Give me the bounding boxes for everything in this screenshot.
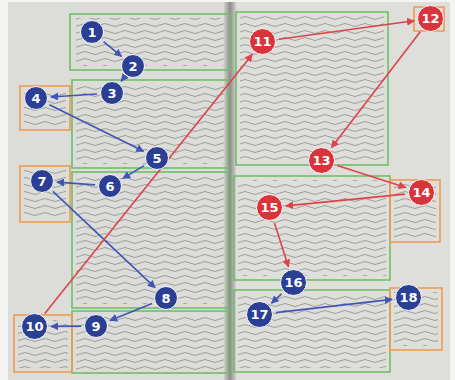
reading-order-arrow — [123, 166, 144, 179]
callout-number: 2 — [128, 60, 137, 73]
callout-circle: 1 — [80, 20, 104, 44]
callout-number: 7 — [37, 175, 46, 188]
reading-order-arrow — [51, 325, 81, 327]
callout-circle: 14 — [408, 179, 435, 206]
callout-number: 15 — [260, 201, 278, 214]
text-lines — [24, 170, 66, 218]
callout-circle: 16 — [280, 269, 307, 296]
callout-circle: 11 — [249, 28, 276, 55]
reading-order-arrow — [45, 54, 252, 313]
callout-circle: 17 — [246, 301, 273, 328]
right-page — [230, 2, 450, 380]
callout-number: 6 — [105, 180, 114, 193]
callout-circle: 13 — [308, 147, 335, 174]
text-block-outline — [234, 176, 390, 280]
reading-order-arrow — [332, 32, 421, 148]
callout-number: 10 — [25, 320, 43, 333]
margin-note-outlines — [14, 7, 444, 372]
callout-circle: 18 — [395, 284, 422, 311]
text-lines — [394, 184, 436, 238]
text-block-outline — [72, 311, 228, 373]
text-lines — [18, 320, 68, 368]
callout-circle: 7 — [30, 169, 54, 193]
callout-number: 4 — [31, 92, 40, 105]
callout-number: 8 — [161, 292, 170, 305]
callout-circle: 9 — [84, 314, 108, 338]
callout-circle: 2 — [121, 54, 145, 78]
reading-order-arrow — [279, 21, 414, 40]
text-lines — [238, 180, 386, 276]
text-block-outline — [70, 14, 230, 70]
text-lines — [76, 314, 224, 370]
callout-number: 13 — [312, 154, 330, 167]
callout-number: 18 — [399, 291, 417, 304]
callout-circle: 6 — [98, 174, 122, 198]
reading-order-arrow — [275, 223, 289, 267]
callout-circle: 15 — [256, 194, 283, 221]
callout-circle: 5 — [145, 146, 169, 170]
callout-number: 16 — [284, 276, 302, 289]
callout-circle: 10 — [21, 313, 48, 340]
text-lines — [76, 176, 224, 304]
callout-number: 9 — [91, 320, 100, 333]
text-lines — [238, 294, 386, 368]
reading-order-arrow — [337, 166, 406, 188]
callout-circle: 4 — [24, 86, 48, 110]
callout-circle: 8 — [154, 286, 178, 310]
callout-circle: 12 — [417, 5, 444, 32]
reading-order-arrow — [104, 42, 122, 57]
reading-order-arrow — [286, 194, 405, 206]
reading-order-arrow — [121, 78, 124, 81]
margin-note-outline — [20, 86, 70, 130]
margin-note-outline — [390, 180, 440, 242]
callout-number: 1 — [87, 26, 96, 39]
callout-number: 12 — [421, 12, 439, 25]
reading-order-arrow — [49, 105, 143, 152]
left-page — [8, 2, 230, 380]
text-block-outlines — [70, 12, 390, 373]
callout-number: 3 — [107, 87, 116, 100]
reading-order-arrow — [110, 304, 152, 321]
callout-number: 11 — [253, 35, 271, 48]
reading-order-arrow — [272, 294, 282, 303]
callout-number: 17 — [250, 308, 268, 321]
text-lines — [394, 292, 438, 346]
text-block-outline — [72, 172, 228, 308]
margin-note-outline — [20, 166, 70, 222]
reading-order-arrow — [276, 299, 392, 312]
text-lines — [240, 16, 384, 162]
text-lines — [76, 18, 224, 66]
callout-circle: 3 — [100, 81, 124, 105]
reading-order-arrow — [51, 94, 97, 97]
callout-number: 5 — [152, 152, 161, 165]
callout-number: 14 — [412, 186, 430, 199]
reading-order-arrow — [57, 182, 95, 185]
